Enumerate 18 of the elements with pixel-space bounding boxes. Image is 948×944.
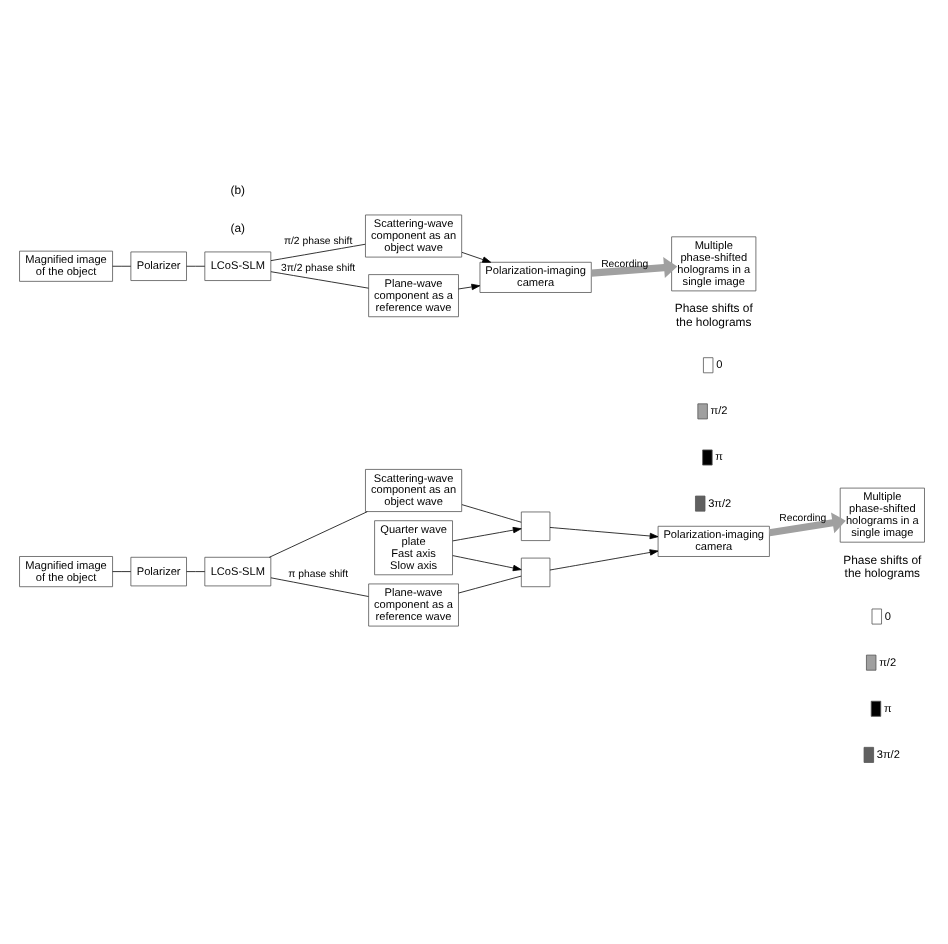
arrow: [452, 525, 522, 541]
arrow: [461, 250, 492, 262]
node-box: [520, 510, 551, 540]
connector: [461, 503, 522, 522]
connector: [112, 570, 132, 571]
connector: [270, 270, 369, 288]
node-box: [520, 556, 551, 587]
arrow: [452, 554, 522, 571]
arrow: [549, 526, 659, 539]
arrow: [458, 282, 481, 290]
connector: [186, 570, 206, 571]
arrow: [549, 548, 659, 570]
connector: [270, 576, 369, 596]
connector: [458, 574, 522, 593]
connector: [268, 510, 368, 557]
connector: [270, 242, 366, 261]
arrow: [591, 256, 678, 278]
arrow: [768, 511, 846, 536]
